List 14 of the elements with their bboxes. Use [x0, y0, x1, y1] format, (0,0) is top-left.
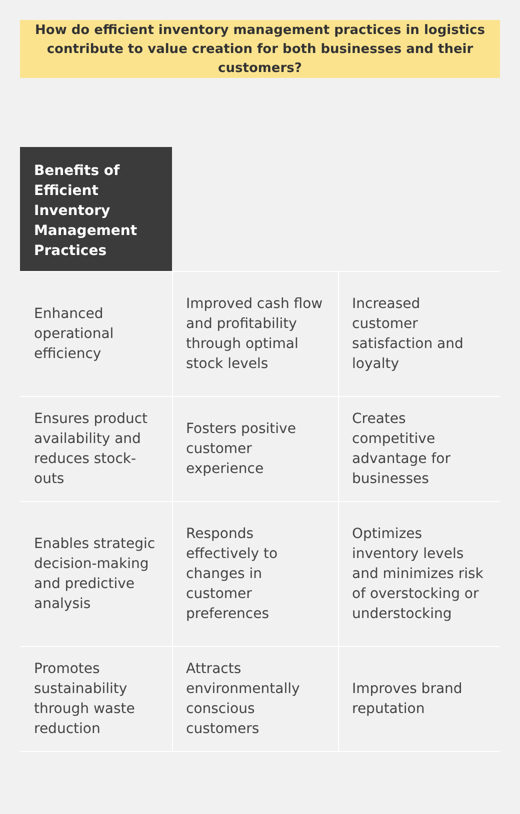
table-header-cell: Benefits of Efficient Inventory Management Practices	[20, 147, 172, 271]
table-cell-text: Attracts environmentally conscious customers	[185, 660, 301, 739]
table-cell-text: Creates competitive advantage for businesses	[351, 410, 452, 489]
title-banner: How do efficient inventory management practices in logistics contribute to value creation for both businesses and their customers?	[20, 20, 500, 78]
table-cell-text: Improves brand reputation	[351, 680, 464, 719]
table-cell-text: Fosters positive customer experience	[185, 420, 297, 479]
table-cell-text: Enhanced operational efficiency	[33, 305, 115, 364]
table-cell-text: Promotes sustainability through waste reduction	[33, 660, 136, 739]
table-cell-text: Responds effectively to changes in customer preferences	[185, 525, 279, 624]
table-cell-text: Optimizes inventory levels and minimizes risk of overstocking or understocking	[351, 525, 484, 624]
table-cell-text: Enables strategic decision-making and predictive analysis	[33, 535, 156, 614]
table-cell-text: Ensures product availability and reduces stock-outs	[33, 410, 149, 489]
table-cell-text: Improved cash flow and profitability through optimal stock levels	[185, 295, 324, 374]
table-cell-text: Increased customer satisfaction and loyalty	[351, 295, 464, 374]
